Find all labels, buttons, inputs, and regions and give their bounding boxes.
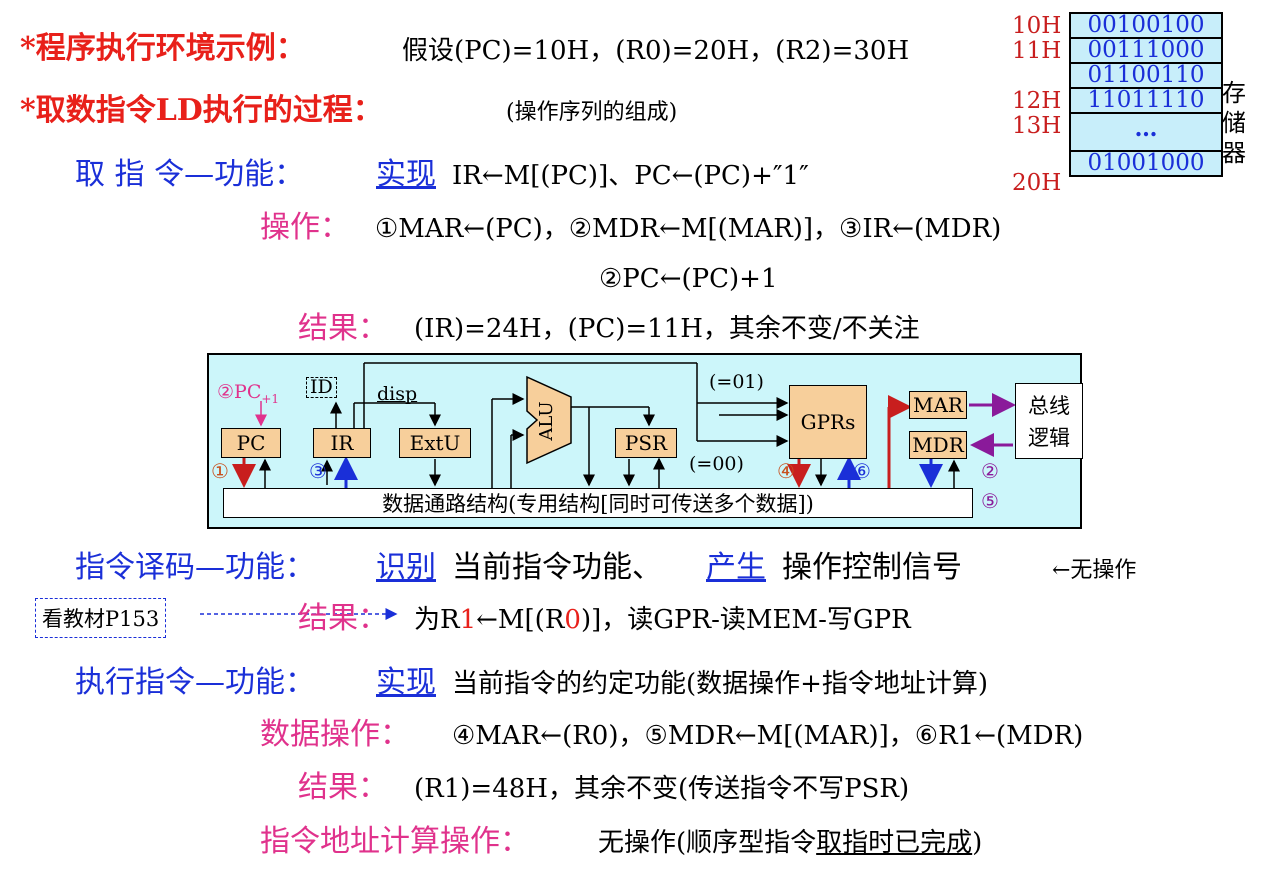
step3-marker: ③ xyxy=(309,459,327,483)
memory-label: 存储器 xyxy=(1222,79,1246,167)
ir-register: IR xyxy=(313,428,371,458)
id-box: ID xyxy=(306,377,337,398)
mem-cell: 01001000 xyxy=(1087,150,1205,176)
fetch-function: IR←M[(PC)]、PC←(PC)+″1″ xyxy=(452,161,809,191)
addr-calc-label: 指令地址计算操作： xyxy=(260,824,530,859)
fetch-op-label: 操作： xyxy=(260,210,350,245)
mdr-register: MDR xyxy=(909,431,967,459)
mar-register: MAR xyxy=(909,391,967,419)
fetch-impl: 实现 xyxy=(376,157,436,192)
title-line2-note: (操作序列的组成) xyxy=(506,100,678,125)
step2-marker: ② xyxy=(981,459,999,483)
datapath-wires xyxy=(232,362,1016,488)
disp-label: disp xyxy=(377,383,418,405)
eq00-label: (=00) xyxy=(689,453,744,475)
execute-function: 当前指令的约定功能(数据操作+指令地址计算) xyxy=(452,669,989,699)
pc-plus1-label: ②PC+1 xyxy=(217,381,280,406)
memory-table: 00100100 00111000 01100110 11011110 … 01… xyxy=(1069,12,1223,177)
mem-addr-20h: 20H xyxy=(1012,170,1062,196)
fetch-op1: ①MAR←(PC)，②MDR←M[(MAR)]，③IR←(MDR) xyxy=(375,214,1002,244)
alu-label: ALU xyxy=(536,401,557,441)
fetch-heading: 取 指 令—功能： xyxy=(75,157,305,192)
env-assumption: 假设(PC)=10H，(R0)=20H，(R2)=30H xyxy=(402,36,910,66)
psr-register: PSR xyxy=(615,428,677,458)
fetch-result: (IR)=24H，(PC)=11H，其余不变/不关注 xyxy=(414,314,920,344)
decode-identify: 识别 xyxy=(376,550,436,585)
textbook-note: 看教材P153 xyxy=(35,598,167,638)
decode-noop: ←无操作 xyxy=(1052,558,1137,583)
decode-produce: 产生 xyxy=(706,550,766,585)
addr-calc-value: 无操作(顺序型指令取指时已完成) xyxy=(598,828,983,858)
decode-tail: 操作控制信号 xyxy=(782,550,962,585)
datapath-bus: 数据通路结构(专用结构[同时可传送多个数据]) xyxy=(223,488,973,518)
mem-cell-ellipsis: … xyxy=(1071,114,1221,152)
mem-cell: 00100100 xyxy=(1071,14,1221,39)
execute-heading: 执行指令—功能： xyxy=(75,665,315,700)
step6-marker: ⑥ xyxy=(853,459,871,483)
mem-cell: 11011110 xyxy=(1071,89,1221,114)
step5-marker: ⑤ xyxy=(981,489,999,513)
extu-unit: ExtU xyxy=(399,428,471,458)
gprs-register-file: GPRs xyxy=(789,385,867,459)
fetch-op2: ②PC←(PC)+1 xyxy=(599,264,778,294)
mem-addr-10h: 10H xyxy=(1012,13,1062,39)
execute-res-label: 结果： xyxy=(298,770,388,805)
datapath-diagram: ②PC+1 ID disp PC IR ExtU ALU PSR (=01) (… xyxy=(207,353,1083,529)
execute-op: ④MAR←(R0)，⑤MDR←M[(MAR)]，⑥R1←(MDR) xyxy=(452,721,1084,751)
pc-register: PC xyxy=(221,428,281,458)
decode-mid: 当前指令功能、 xyxy=(452,550,662,585)
eq01-label: (=01) xyxy=(709,371,764,393)
step4-marker: ④ xyxy=(777,459,795,483)
alu-unit: ALU xyxy=(526,375,572,465)
step1-marker: ① xyxy=(211,459,229,483)
execute-op-label: 数据操作： xyxy=(260,717,410,752)
mem-addr-11h: 11H xyxy=(1012,38,1062,64)
decode-result: 为R1←M[(R0)]，读GPR-读MEM-写GPR xyxy=(414,605,911,635)
mem-addr-12h: 12H xyxy=(1012,88,1062,114)
title-line1: *程序执行环境示例： xyxy=(20,31,306,66)
title-line2: *取数指令LD执行的过程： xyxy=(20,93,383,128)
mem-cell: 01100110 xyxy=(1071,64,1221,89)
decode-heading: 指令译码—功能： xyxy=(75,550,315,585)
fetch-res-label: 结果： xyxy=(298,311,388,346)
decode-res-label: 结果： xyxy=(298,601,388,636)
mem-addr-13h: 13H xyxy=(1012,113,1062,139)
mem-cell: 00111000 xyxy=(1071,39,1221,64)
execute-impl: 实现 xyxy=(376,665,436,700)
textbook-arrow xyxy=(200,608,398,620)
execute-result: (R1)=48H，其余不变(传送指令不写PSR) xyxy=(414,774,910,804)
bus-logic: 总线逻辑 xyxy=(1015,383,1083,459)
